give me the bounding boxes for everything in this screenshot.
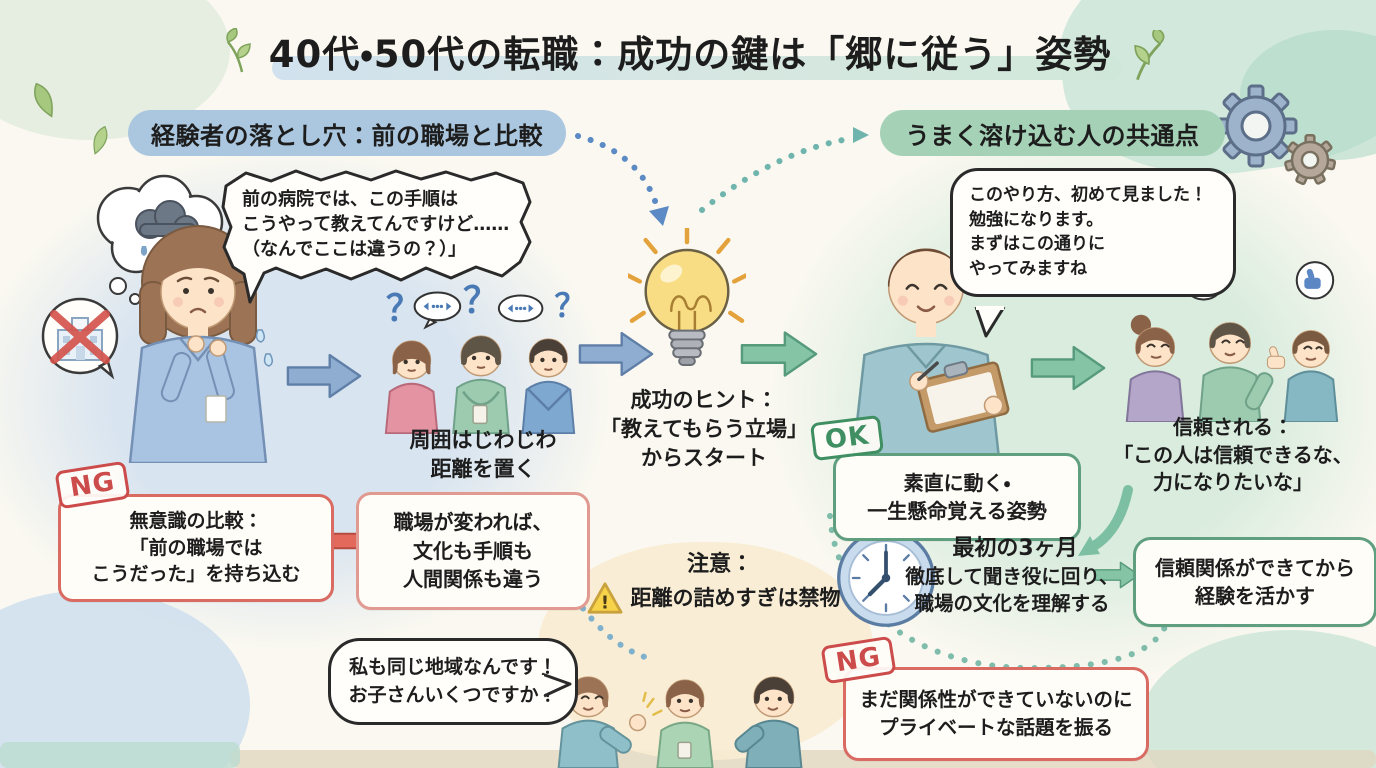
dotted-arrowhead-right xyxy=(853,127,869,143)
ok-attitude-box: 素直に動く・ 一生懸命覚える姿勢 xyxy=(833,453,1081,541)
arrow-right-green-icon xyxy=(1030,345,1106,391)
svg-text:？: ？ xyxy=(554,288,586,324)
talker-teal xyxy=(557,676,663,768)
colleague-green xyxy=(452,335,510,434)
trust-then-experience-box: 信頼関係ができてから 経験を活かす xyxy=(1133,537,1376,627)
leaf-icon xyxy=(34,82,53,118)
gear-icon-large xyxy=(1214,84,1298,168)
arrow-right-blue-icon xyxy=(286,353,362,399)
dotted-arrow-bulb-to-right-header xyxy=(699,135,857,213)
gear-icon-small xyxy=(1284,133,1337,186)
talker-green xyxy=(656,679,714,768)
arrow-right-blue-icon xyxy=(578,331,654,377)
title-underline xyxy=(272,56,1122,80)
gears-icon xyxy=(1214,84,1337,186)
colleague-pink xyxy=(384,340,439,434)
bottom-speech-bubble: 私も同じ地域なんです！ お子さんいくつですか？ xyxy=(328,638,578,726)
colleague-blue xyxy=(521,338,576,434)
section-header-left: 経験者の落とし穴：前の職場と比較 xyxy=(128,110,566,156)
teammate-teal xyxy=(1283,330,1339,422)
first-three-months-title: 最初の3ヶ月 xyxy=(952,536,1078,561)
crowd-caption: 周囲はじわじわ 距離を置く xyxy=(409,428,557,481)
trusted-caption: 信頼される： 「この人は信頼できるな、 力になりたいな」 xyxy=(1113,415,1353,495)
first-three-months-body: 徹底して聞き役に回り、 職場の文化を理解する xyxy=(905,565,1119,615)
leaf-icon xyxy=(93,125,108,155)
strip-bottom-teal xyxy=(0,742,240,768)
section-header-right: うまく溶け込む人の共通点 xyxy=(880,110,1225,156)
hospital-crossed-icon xyxy=(41,297,119,380)
left-speech-text: 前の病院では、この手順は こうやって教えてんですけど…… （なんでここは違うの？… xyxy=(242,189,510,260)
lightbulb-icon xyxy=(628,228,746,367)
leaf-icon xyxy=(226,28,251,73)
leaf-icon xyxy=(1134,30,1165,81)
arrow-right-green-icon xyxy=(740,331,818,377)
ng-comparison-box: 無意識の比較： 「前の職場では こうだった」を持ち込む xyxy=(58,494,334,602)
caution-text: 距離の詰めすぎは禁物 xyxy=(630,585,841,610)
teammate-purple xyxy=(1125,314,1185,422)
colleagues-distancing-illustration: ？ ？ ？ xyxy=(384,280,586,434)
jagged-speech-bubble xyxy=(221,169,532,304)
teammate-green xyxy=(1198,322,1286,422)
ng-private-topic-box: まだ関係性ができていないのに プライベートな話題を振る xyxy=(843,667,1149,761)
chatting-trio-illustration xyxy=(557,676,803,768)
ellipsis-bubble xyxy=(497,294,544,323)
page-title: 40代・50代の転職：成功の鍵は「郷に従う」姿勢 xyxy=(268,33,1112,76)
bottom-bubble-tail xyxy=(540,672,572,698)
dotted-arrowhead-left xyxy=(649,206,669,226)
caution-row: ! 距離の詰めすぎは禁物 xyxy=(568,581,858,615)
right-speech-bubble: このやり方、初めて見ました！ 勉強になります。 まずはこの通りに やってみますね xyxy=(950,168,1236,297)
svg-text:？: ？ xyxy=(463,280,499,321)
workplace-change-box: 職場が変われば、 文化も手順も 人間関係も違う xyxy=(356,492,590,610)
success-hint-caption: 成功のヒント： 「教えてもらう立場」 からスタート xyxy=(600,388,808,470)
warning-icon: ! xyxy=(587,582,622,614)
ellipsis-bubble xyxy=(413,291,462,330)
dotted-arrow-left-to-bulb xyxy=(575,133,661,213)
worried-woman-illustration xyxy=(128,225,273,463)
caution-title: 注意： xyxy=(686,552,753,577)
talker-teal-dark xyxy=(734,676,803,768)
svg-text:!: ! xyxy=(600,592,608,613)
right-bubble-tail xyxy=(974,306,1006,338)
thumbs-up-bubble-icon xyxy=(1295,261,1335,300)
